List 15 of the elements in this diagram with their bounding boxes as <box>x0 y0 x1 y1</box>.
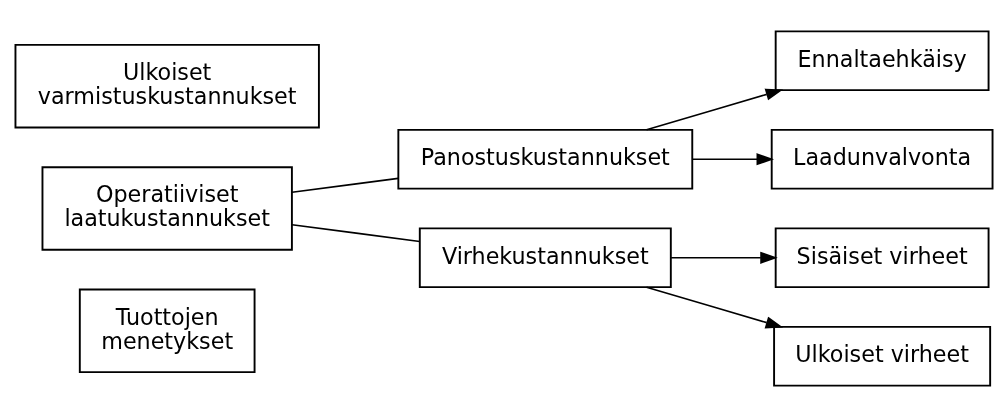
node-box: Ulkoiset virheet <box>773 325 992 387</box>
node-box: Ennaltaehkäisy <box>774 29 990 91</box>
arrow <box>691 152 774 165</box>
node-box: Laadunvalvonta <box>770 128 994 190</box>
arrow <box>645 88 784 131</box>
node-box: Virhekustannukset <box>418 226 672 288</box>
node-box: Sisäiset virheet <box>774 226 990 288</box>
node-box: Ulkoiset varmistuskustannukset <box>14 43 320 128</box>
connector <box>291 177 399 193</box>
arrow <box>670 251 778 264</box>
node-box: Panostuskustannukset <box>397 128 694 190</box>
node-box: Operatiiviset laatukustannukset <box>41 165 293 251</box>
arrow <box>645 285 784 328</box>
node-box: Tuottojen menetykset <box>78 288 256 373</box>
connector <box>291 223 421 242</box>
